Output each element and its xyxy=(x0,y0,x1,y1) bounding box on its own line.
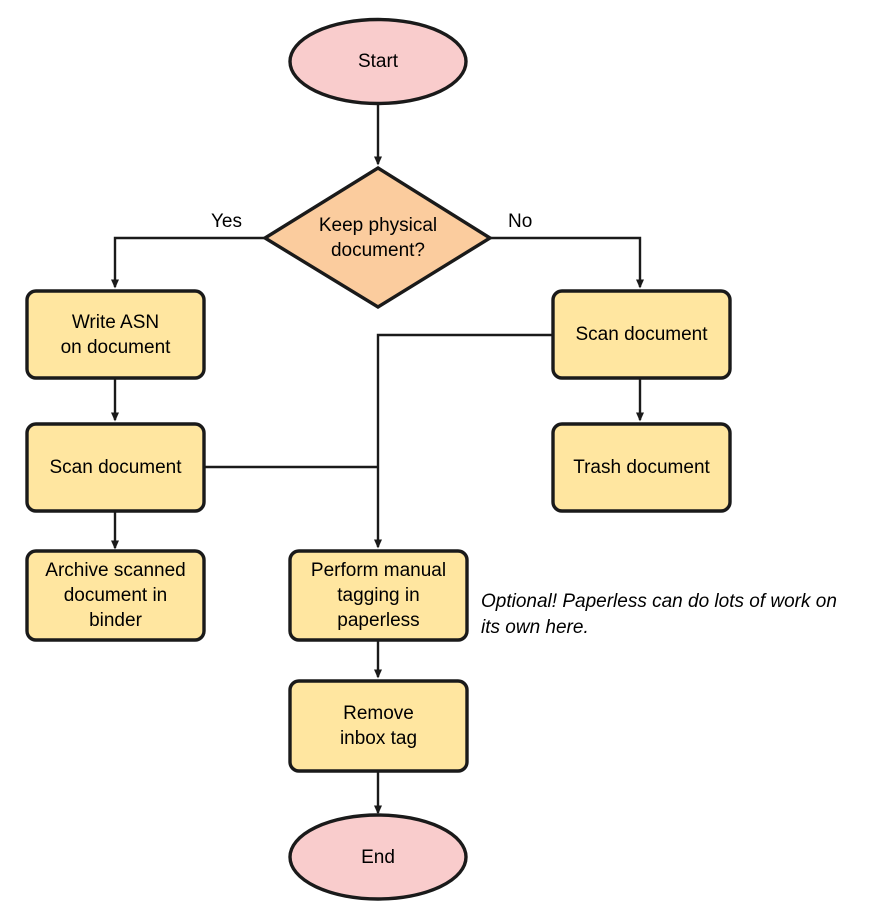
optional-note: Optional! Paperless can do lots of work … xyxy=(481,591,837,638)
node-start-shape[interactable] xyxy=(288,17,468,106)
edge-label-yes: Yes xyxy=(211,211,242,232)
node-end-shape[interactable] xyxy=(288,813,468,901)
node-remove-tag-shape[interactable] xyxy=(288,679,469,773)
node-scan-right-shape[interactable] xyxy=(551,289,732,380)
edge-decision-no-to-scan-right xyxy=(490,236,644,289)
edge-label-no: No xyxy=(508,211,533,232)
node-tagging-shape[interactable] xyxy=(288,549,469,642)
node-trash-shape[interactable] xyxy=(551,422,732,513)
edge-decision-yes-to-write-asn xyxy=(111,236,265,289)
node-scan-left-shape[interactable] xyxy=(25,422,206,513)
node-archive-shape[interactable] xyxy=(25,549,206,642)
edge-scan-right-to-tagging xyxy=(374,333,552,549)
node-write-asn-shape[interactable] xyxy=(25,289,206,380)
node-decision-shape[interactable] xyxy=(261,165,494,309)
